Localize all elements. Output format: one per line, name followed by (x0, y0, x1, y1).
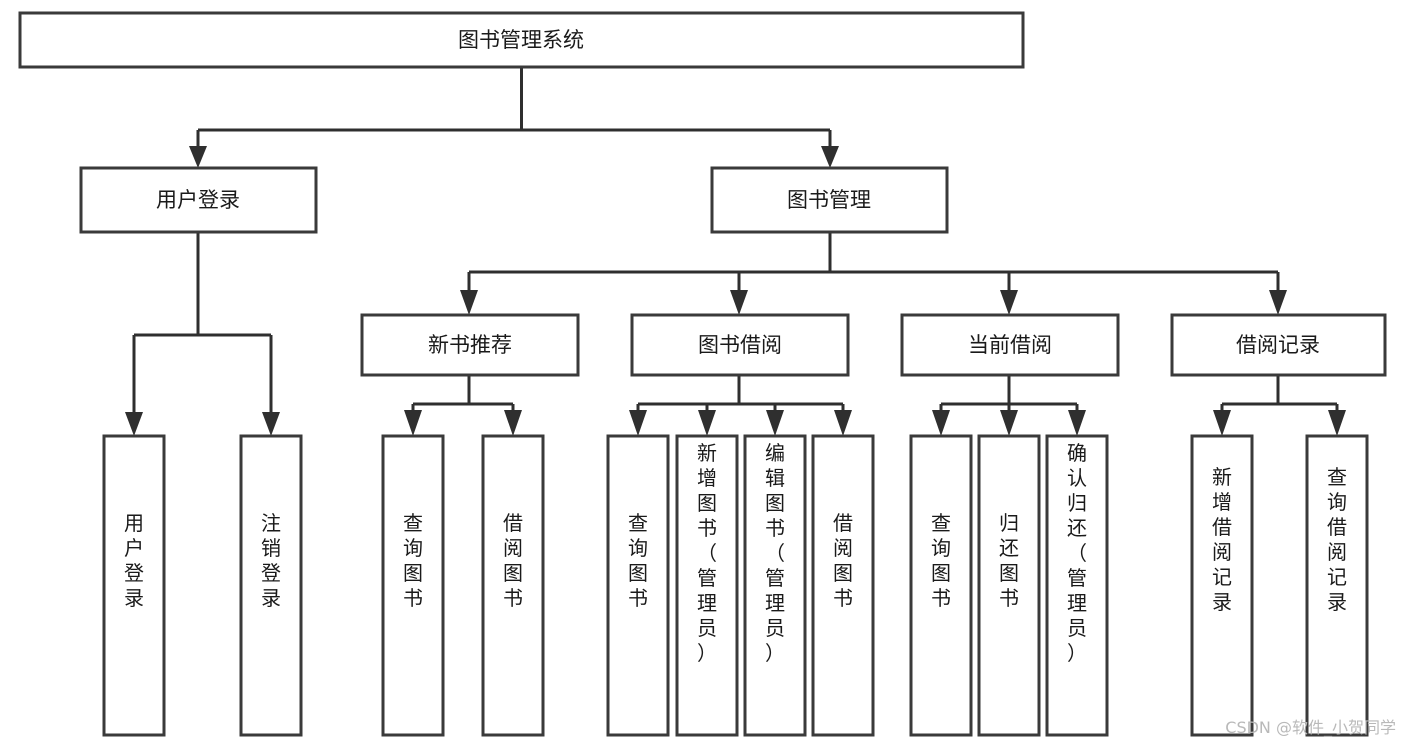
arrow-head-leaf-user-login (125, 412, 143, 436)
leaf-user-login[interactable]: 用户登录 (102, 434, 166, 737)
arrow-head-leaf-query-book-3 (932, 410, 950, 436)
leaf-query-book-1-box[interactable] (381, 434, 445, 737)
node-current-borrow-label: 当前借阅 (968, 333, 1052, 357)
node-current-borrow[interactable]: 当前借阅 (900, 313, 1120, 377)
leaf-add-book-label: 新增图书（管理员） (697, 441, 717, 665)
leaf-borrow-book-2-label: 借阅图书 (833, 511, 853, 610)
arrow-head-leaf-query-book-2 (629, 410, 647, 436)
node-book-manage-label: 图书管理 (787, 188, 871, 212)
arrow-head-leaf-user-logout (262, 412, 280, 436)
leaf-return-book[interactable]: 归还图书 (977, 434, 1041, 737)
leaf-query-record[interactable]: 查询借阅记录 (1305, 434, 1369, 737)
leaf-user-logout-label: 注销登录 (261, 511, 281, 610)
arrow-head-leaf-return-book (1000, 410, 1018, 436)
leaf-query-book-1[interactable]: 查询图书 (381, 434, 445, 737)
node-new-book-recommend[interactable]: 新书推荐 (360, 313, 580, 377)
node-root-box[interactable] (18, 11, 1025, 69)
arrow-head-leaf-borrow-book-2 (834, 410, 852, 436)
arrow-head-leaf-edit-book (766, 410, 784, 436)
node-current-borrow-box[interactable] (900, 313, 1120, 377)
leaf-query-book-2-box[interactable] (606, 434, 670, 737)
node-book-borrow-label: 图书借阅 (698, 333, 782, 357)
leaf-user-login-label: 用户登录 (124, 511, 144, 610)
leaf-edit-book-box[interactable] (743, 434, 807, 737)
leaf-query-book-2-label: 查询图书 (628, 511, 648, 610)
leaf-borrow-book-1[interactable]: 借阅图书 (481, 434, 545, 737)
leaf-add-record-label: 新增借阅记录 (1212, 465, 1232, 614)
arrow-head-borrow-record (1269, 290, 1287, 315)
arrow-head-leaf-add-record (1213, 410, 1231, 436)
leaf-query-book-1-label: 查询图书 (403, 511, 423, 610)
arrow-head-new-book-recommend (460, 290, 478, 315)
connector-layer (125, 67, 1346, 436)
node-new-book-recommend-label: 新书推荐 (428, 333, 512, 357)
node-book-manage-box[interactable] (710, 166, 949, 234)
leaf-return-book-label: 归还图书 (999, 511, 1019, 610)
leaf-query-record-label: 查询借阅记录 (1327, 465, 1347, 614)
node-user-login[interactable]: 用户登录 (79, 166, 318, 234)
node-book-manage[interactable]: 图书管理 (710, 166, 949, 234)
leaf-user-logout-box[interactable] (239, 434, 303, 737)
leaf-edit-book[interactable]: 编辑图书（管理员） (743, 434, 807, 737)
node-book-borrow-box[interactable] (630, 313, 850, 377)
leaf-query-book-3-label: 查询图书 (931, 511, 951, 610)
leaf-query-book-2[interactable]: 查询图书 (606, 434, 670, 737)
arrow-head-leaf-add-book (698, 410, 716, 436)
node-borrow-record[interactable]: 借阅记录 (1170, 313, 1387, 377)
leaf-borrow-book-1-box[interactable] (481, 434, 545, 737)
arrow-head-leaf-query-record (1328, 410, 1346, 436)
leaf-add-book[interactable]: 新增图书（管理员） (675, 434, 739, 737)
leaf-confirm-return[interactable]: 确认归还（管理员） (1045, 434, 1109, 737)
node-root[interactable]: 图书管理系统 (18, 11, 1025, 69)
arrow-head-current-borrow (1000, 290, 1018, 315)
leaf-edit-book-label: 编辑图书（管理员） (765, 441, 785, 665)
leaf-return-book-box[interactable] (977, 434, 1041, 737)
arrow-head-leaf-confirm-return (1068, 410, 1086, 436)
node-book-borrow[interactable]: 图书借阅 (630, 313, 850, 377)
leaf-add-record-box[interactable] (1190, 434, 1254, 737)
arrow-head-book-manage (821, 146, 839, 168)
node-user-login-label: 用户登录 (156, 188, 240, 212)
node-root-label: 图书管理系统 (458, 28, 584, 52)
arrow-head-leaf-borrow-book-1 (504, 410, 522, 436)
leaf-confirm-return-box[interactable] (1045, 434, 1109, 737)
leaf-user-logout[interactable]: 注销登录 (239, 434, 303, 737)
node-borrow-record-label: 借阅记录 (1236, 333, 1320, 357)
leaf-confirm-return-label: 确认归还（管理员） (1067, 441, 1087, 665)
arrow-head-user-login (189, 146, 207, 168)
leaf-borrow-book-2-box[interactable] (811, 434, 875, 737)
arrow-head-book-borrow (730, 290, 748, 315)
node-user-login-box[interactable] (79, 166, 318, 234)
leaf-borrow-book-2[interactable]: 借阅图书 (811, 434, 875, 737)
node-borrow-record-box[interactable] (1170, 313, 1387, 377)
node-new-book-recommend-box[interactable] (360, 313, 580, 377)
leaf-add-book-box[interactable] (675, 434, 739, 737)
watermark-label: CSDN @软件_小贺同学 (1225, 718, 1396, 738)
arrow-head-leaf-query-book-1 (404, 410, 422, 436)
leaf-user-login-box[interactable] (102, 434, 166, 737)
leaf-add-record[interactable]: 新增借阅记录 (1190, 434, 1254, 737)
leaf-query-record-box[interactable] (1305, 434, 1369, 737)
leaf-borrow-book-1-label: 借阅图书 (503, 511, 523, 610)
leaf-query-book-3-box[interactable] (909, 434, 973, 737)
leaf-query-book-3[interactable]: 查询图书 (909, 434, 973, 737)
